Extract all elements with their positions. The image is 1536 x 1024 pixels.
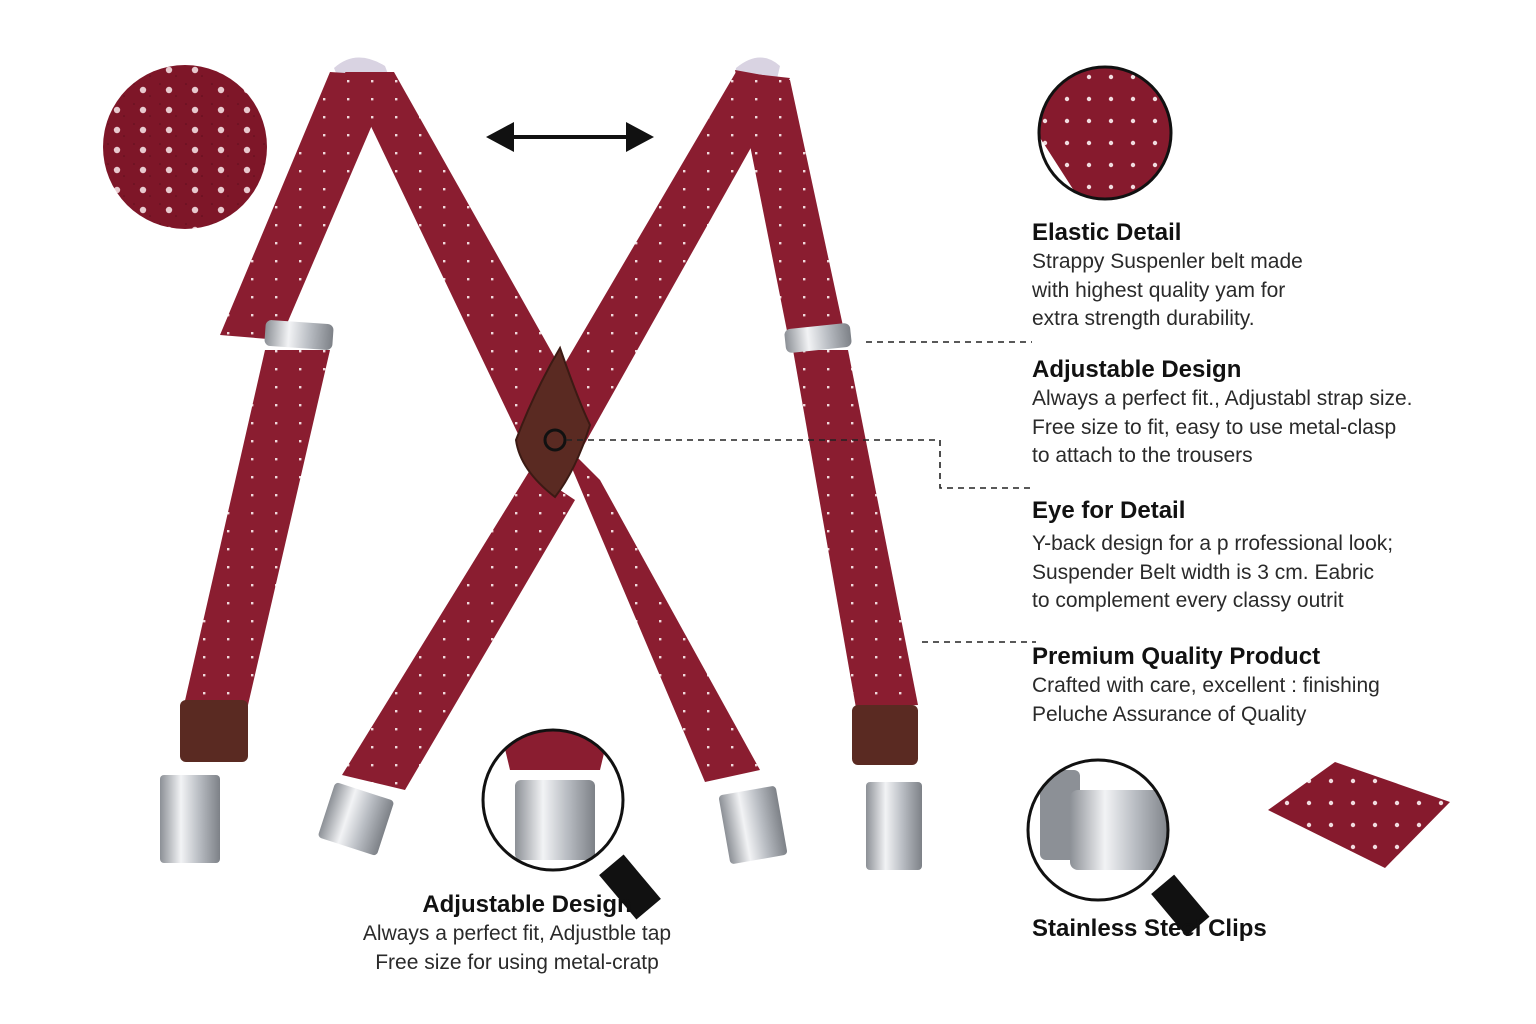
feature-eye-line-1: Y-back design for a p rrofessional look; bbox=[1032, 532, 1394, 555]
feature-elastic-line-2: with highest quality yam for bbox=[1032, 278, 1286, 302]
fabric-swatch bbox=[1268, 762, 1450, 868]
detail-marker bbox=[543, 428, 567, 452]
feature-elastic-title: Elastic Detail bbox=[1032, 219, 1182, 246]
feature-eye: Eye for Detail Y-back design for a p rro… bbox=[1032, 496, 1393, 616]
feature-adjustable-line-2: Free size to fit, easy to use metal-clas… bbox=[1032, 415, 1397, 439]
strap-front-right bbox=[793, 350, 918, 708]
feature-elastic-line-1: Strappy Suspenler belt made bbox=[1032, 250, 1303, 273]
strap-front-left bbox=[184, 350, 330, 705]
feature-eye-line-3: to complement every classy outrit bbox=[1032, 589, 1344, 612]
strap-back-right bbox=[735, 70, 846, 346]
bottom-adjustable-line-2: Free size for using metal-cratp bbox=[375, 950, 659, 974]
slider-right bbox=[784, 323, 852, 353]
fabric-closeup-circle bbox=[103, 65, 267, 229]
feature-adjustable-title: Adjustable Design bbox=[1032, 356, 1242, 383]
magnifier-icon bbox=[481, 728, 661, 920]
feature-elastic: Elastic Detail Strappy Suspenler belt ma… bbox=[1032, 218, 1303, 334]
feature-eye-title: Eye for Detail bbox=[1032, 497, 1186, 524]
clip-right-inner bbox=[718, 786, 788, 864]
clips-title: Stainless Steel Clips bbox=[1032, 915, 1267, 942]
feature-premium: Premium Quality Product Crafted with car… bbox=[1032, 642, 1380, 729]
slider-left bbox=[264, 320, 334, 350]
clip-left-inner bbox=[318, 782, 394, 856]
feature-eye-line-2: Suspender Belt width is 3 cm. Eabric bbox=[1032, 560, 1374, 584]
strap-back-left bbox=[220, 72, 393, 340]
clip-left-outer bbox=[160, 700, 248, 863]
strap-cross-b-lower bbox=[342, 470, 575, 790]
strap-cross-a bbox=[345, 72, 590, 480]
bottom-adjustable-title: Adjustable Design bbox=[422, 891, 632, 918]
clip-right-outer bbox=[852, 705, 922, 870]
feature-premium-line-2: Peluche Assurance of Quality bbox=[1032, 702, 1307, 726]
feature-adjustable: Adjustable Design Always a perfect fit.,… bbox=[1032, 355, 1413, 471]
feature-premium-title: Premium Quality Product bbox=[1032, 643, 1321, 670]
strap-cross-a-lower bbox=[560, 440, 760, 782]
feature-elastic-line-3: extra strength durability. bbox=[1032, 307, 1255, 330]
bottom-adjustable: Adjustable Design Always a perfect fit, … bbox=[312, 890, 722, 977]
feature-premium-line-1: Crafted with care, excellent : finishing bbox=[1032, 674, 1380, 697]
feature-adjustable-line-3: to attach to the trousers bbox=[1032, 444, 1253, 467]
bottom-adjustable-line-1: Always a perfect fit, Adjustble tap bbox=[362, 922, 672, 945]
leather-center-patch bbox=[514, 345, 592, 499]
leader-lines bbox=[566, 341, 1036, 643]
strap-cross-b bbox=[520, 72, 790, 470]
elastic-detail-circle bbox=[1037, 65, 1173, 201]
double-arrow-icon bbox=[486, 122, 654, 152]
clip-magnifier bbox=[1026, 758, 1210, 937]
feature-adjustable-line-1: Always a perfect fit., Adjustabl strap s… bbox=[1032, 387, 1413, 410]
